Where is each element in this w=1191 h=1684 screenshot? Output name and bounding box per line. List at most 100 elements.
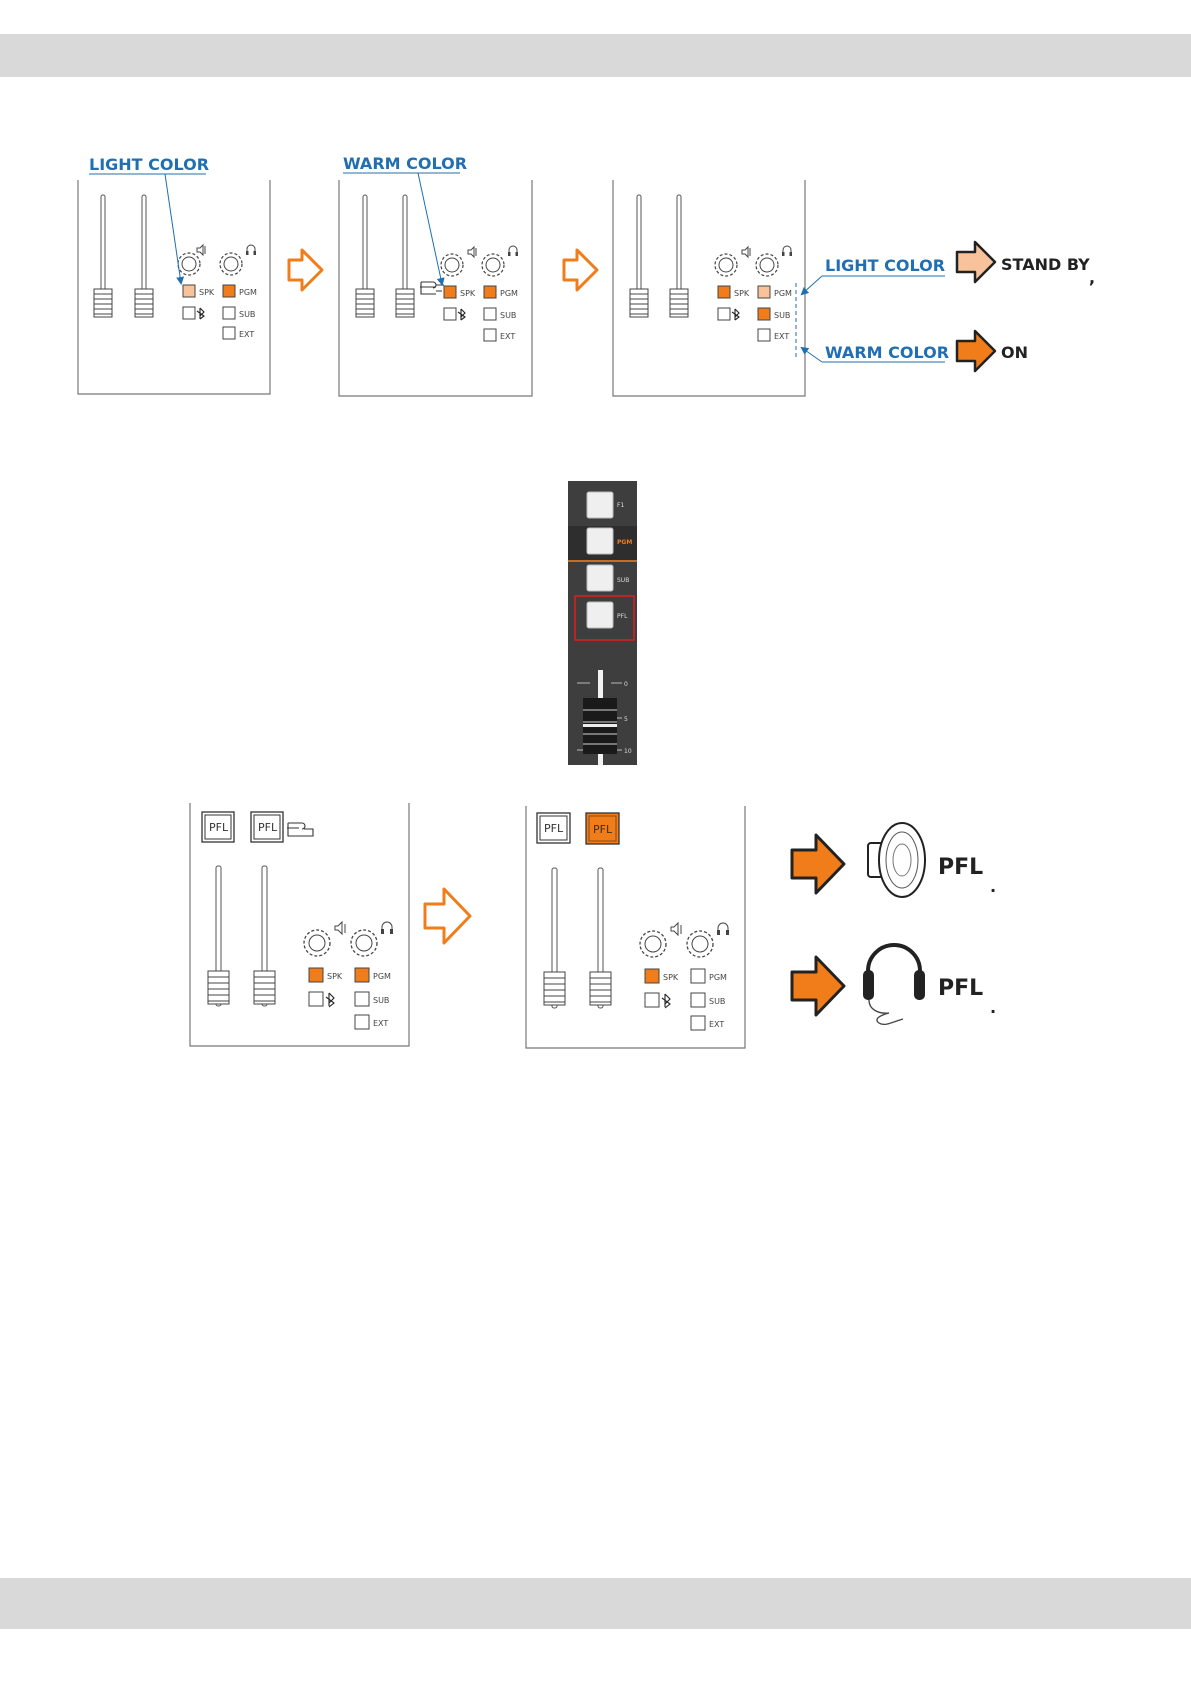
ext-switch bbox=[484, 329, 496, 341]
arrow-right-icon bbox=[289, 250, 322, 290]
bt-switch bbox=[309, 992, 323, 1006]
pgm-switch-warm bbox=[484, 286, 496, 298]
pgm-label: PGM bbox=[617, 539, 632, 546]
headphone-icon bbox=[246, 245, 256, 255]
result-dot: . bbox=[990, 877, 996, 896]
pfl-button-label: PFL bbox=[209, 821, 229, 834]
speaker-icon bbox=[742, 247, 750, 257]
pgm-switch bbox=[691, 969, 705, 983]
sub-label: SUB bbox=[373, 996, 389, 1005]
pgm-label: PGM bbox=[373, 972, 391, 981]
spk-label: SPK bbox=[199, 288, 215, 297]
spk-switch-warm bbox=[444, 286, 456, 298]
top-panel-1: SPK PGM SUB EXT LIGHT COLOR bbox=[78, 155, 270, 394]
sub-label: SUB bbox=[774, 311, 790, 320]
arrow-right-icon bbox=[957, 242, 995, 282]
pgm-switch-light bbox=[758, 286, 770, 298]
bluetooth-icon bbox=[732, 309, 739, 320]
pgm-label: PGM bbox=[239, 288, 257, 297]
spk-switch-light bbox=[183, 285, 195, 297]
spk-label: SPK bbox=[734, 289, 750, 298]
channel-strip: F1 PGM SUB PFL 0 5 10 bbox=[568, 481, 637, 765]
scale-5: 5 bbox=[624, 716, 628, 723]
headphone-icon bbox=[381, 922, 393, 934]
fader-cap bbox=[208, 971, 229, 1004]
fader-knob[interactable] bbox=[583, 698, 617, 754]
speaker-knob bbox=[178, 253, 200, 275]
spk-switch-warm bbox=[645, 969, 659, 983]
headphone-icon bbox=[863, 945, 925, 1024]
sub-button[interactable] bbox=[587, 565, 613, 591]
scale-0: 0 bbox=[624, 681, 628, 688]
fader-cap bbox=[254, 971, 275, 1004]
pfl-button-label: PFL bbox=[258, 821, 278, 834]
fader-cap bbox=[630, 289, 648, 317]
bt-switch bbox=[645, 993, 659, 1007]
pfl-label: PFL bbox=[617, 613, 628, 620]
arrow-right-icon bbox=[957, 331, 995, 371]
top-panel-2: SPK PGM SUB EXT WARM COLOR bbox=[339, 154, 532, 396]
warm-color-callout: WARM COLOR bbox=[825, 343, 949, 362]
bottom-panel-1: PFL PFL SPK PGM SUB bbox=[190, 803, 409, 1046]
sub-label: SUB bbox=[617, 577, 629, 584]
speaker-pfl-label: PFL bbox=[938, 855, 983, 880]
pgm-switch-warm bbox=[223, 285, 235, 297]
pgm-label: PGM bbox=[774, 289, 792, 298]
sub-switch bbox=[484, 308, 496, 320]
f1-label: F1 bbox=[617, 502, 624, 509]
bt-switch bbox=[444, 308, 456, 320]
hand-pointer-icon bbox=[287, 823, 313, 836]
fader-cap bbox=[356, 289, 374, 317]
fader-cap bbox=[544, 972, 565, 1005]
ext-label: EXT bbox=[709, 1020, 724, 1029]
top-panel-3: SPK PGM SUB EXT LIGHT COLOR WARM COLOR bbox=[613, 180, 949, 396]
f1-button[interactable] bbox=[587, 492, 613, 518]
pfl-button-label: PFL bbox=[544, 822, 564, 835]
headphone-knob bbox=[220, 253, 242, 275]
sub-label: SUB bbox=[500, 311, 516, 320]
speaker-icon bbox=[197, 245, 205, 255]
ext-switch bbox=[758, 329, 770, 341]
headphone-icon bbox=[508, 246, 518, 256]
arrow-right-icon bbox=[792, 957, 844, 1015]
pgm-switch-warm bbox=[355, 968, 369, 982]
on-label: ON bbox=[1001, 343, 1028, 362]
bluetooth-icon bbox=[326, 993, 334, 1007]
spk-switch-warm bbox=[718, 286, 730, 298]
speaker-icon bbox=[868, 823, 925, 897]
arrow-right-icon bbox=[792, 835, 844, 893]
bluetooth-icon bbox=[458, 309, 465, 320]
pgm-label: PGM bbox=[709, 973, 727, 982]
bt-switch bbox=[183, 307, 195, 319]
sub-switch bbox=[223, 307, 235, 319]
fader-cap bbox=[590, 972, 611, 1005]
bt-switch bbox=[718, 308, 730, 320]
pfl-button[interactable] bbox=[587, 602, 613, 628]
hand-pointer-icon bbox=[420, 282, 444, 294]
ext-label: EXT bbox=[774, 332, 789, 341]
fader-cap bbox=[94, 289, 112, 317]
scale-10: 10 bbox=[624, 748, 632, 755]
spk-label: SPK bbox=[460, 289, 476, 298]
arrow-right-icon bbox=[425, 889, 470, 943]
legend-comma: , bbox=[1089, 268, 1095, 287]
spk-label: SPK bbox=[663, 973, 679, 982]
speaker-icon bbox=[671, 923, 681, 935]
pfl-button-1: PFL bbox=[202, 812, 234, 842]
ext-label: EXT bbox=[500, 332, 515, 341]
ext-switch bbox=[691, 1016, 705, 1030]
fader-cap bbox=[396, 289, 414, 317]
ext-switch bbox=[355, 1015, 369, 1029]
light-color-callout: LIGHT COLOR bbox=[89, 155, 209, 174]
sub-switch bbox=[355, 992, 369, 1006]
pfl-button-1: PFL bbox=[537, 813, 570, 843]
spk-label: SPK bbox=[327, 972, 343, 981]
pgm-button[interactable] bbox=[587, 528, 613, 554]
warm-color-callout: WARM COLOR bbox=[343, 154, 467, 173]
speaker-icon bbox=[335, 922, 345, 934]
fader-cap bbox=[670, 289, 688, 317]
bluetooth-icon bbox=[197, 308, 204, 319]
bluetooth-icon bbox=[662, 994, 670, 1008]
standby-label: STAND BY bbox=[1001, 255, 1090, 274]
